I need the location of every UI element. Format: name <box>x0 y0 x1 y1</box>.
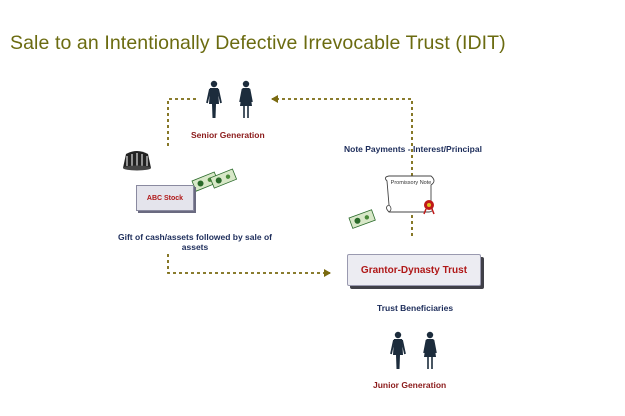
cash-icon <box>191 168 238 192</box>
grantor-trust-label: Grantor-Dynasty Trust <box>360 264 468 276</box>
page-title: Sale to an Intentionally Defective Irrev… <box>10 32 506 54</box>
junior-woman-icon <box>423 330 437 370</box>
note-payments-label: Note Payments - Interest/Principal <box>344 144 482 154</box>
senior-man-icon <box>206 79 222 119</box>
seal-icon <box>423 200 435 215</box>
junior-man-icon <box>390 330 406 370</box>
trust-beneficiaries-label: Trust Beneficiaries <box>377 303 454 313</box>
safe-icon <box>123 151 151 171</box>
note-payments-arrow <box>271 95 413 236</box>
abc-stock-label: ABC Stock <box>146 194 184 202</box>
senior-woman-icon <box>239 80 253 119</box>
gift-sale-arrow-lower <box>167 254 331 277</box>
junior-generation-label: Junior Generation <box>373 380 447 390</box>
abc-stock-certificate: ABC Stock <box>136 185 194 211</box>
senior-generation-label: Senior Generation <box>191 130 265 140</box>
promissory-note-label: Promissory Note <box>390 180 432 186</box>
gift-sale-arrow <box>167 98 196 148</box>
cash-small-icon <box>348 209 376 229</box>
gift-description-label: Gift of cash/assets followed by sale of … <box>118 232 272 252</box>
footer-strip <box>0 404 625 416</box>
grantor-dynasty-trust-box: Grantor-Dynasty Trust <box>347 254 481 286</box>
